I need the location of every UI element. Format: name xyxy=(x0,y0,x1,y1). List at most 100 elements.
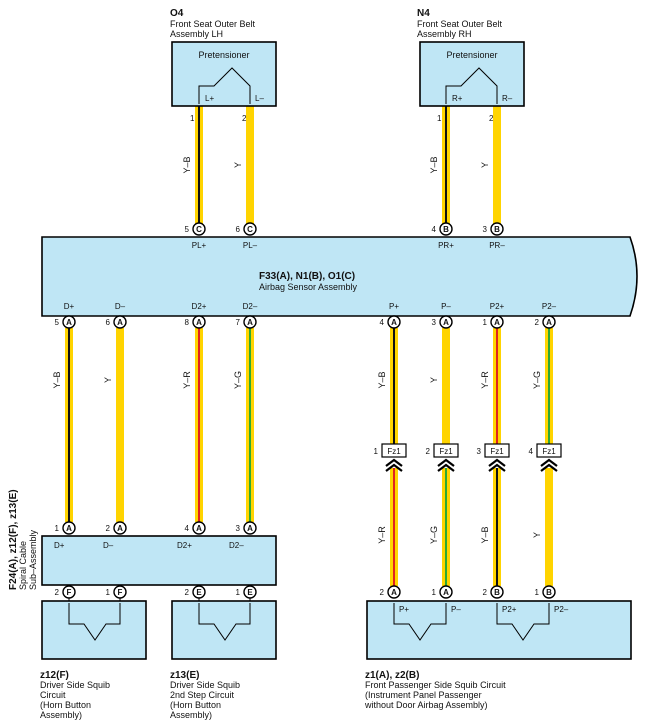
z1-line3: without Door Airbag Assembly) xyxy=(364,700,488,710)
spiral-top-d-minus-num: 2 xyxy=(106,524,111,533)
z13-box xyxy=(171,600,277,660)
wire-label-pas_lower_2: Y–G xyxy=(429,526,439,544)
wire-label-top_lh_plus: Y–B xyxy=(182,156,192,173)
spiral-top-d2-minus-letter: A xyxy=(247,524,253,533)
fz1-label: Fz1 xyxy=(387,447,401,456)
fz1-chevron-upper xyxy=(488,458,506,467)
z1-squib-symbol-b xyxy=(496,603,550,641)
spiral-pin-d-plus-label: D+ xyxy=(54,541,65,550)
z1-pin-p2-plus-label: P2+ xyxy=(502,605,517,614)
o4-pin-plus-label: L+ xyxy=(205,94,214,103)
wire-stripe-drv2_plus xyxy=(198,328,200,522)
wire-stripe-top_lh_plus xyxy=(198,106,200,224)
sensor-pin-pl-plus-label: PL+ xyxy=(192,241,207,250)
sensor-code: F33(A), N1(B), O1(C) xyxy=(259,271,355,282)
sensor-bottom-d-plus-circle xyxy=(62,315,76,329)
sensor-box xyxy=(41,236,638,317)
pass-squib-p2-plus-circle xyxy=(490,585,504,599)
wire-label-pas2_minus_upper: Y–G xyxy=(532,371,542,389)
sensor-bottom-p-minus-circle xyxy=(439,315,453,329)
spiral-bottom-e2-num: 2 xyxy=(185,588,190,597)
o4-belt-assembly-lh: O4 Front Seat Outer Belt Assembly LH Pre… xyxy=(170,8,277,123)
fz1-chevron-upper xyxy=(540,458,558,467)
z12-line1: Driver Side Squib xyxy=(40,680,110,690)
wire-label-pas2_plus_upper: Y–R xyxy=(480,371,490,389)
z1-squib-symbol-a xyxy=(393,603,447,641)
sensor-pin-pr-plus-label: PR+ xyxy=(438,241,454,250)
z13-squib-symbol xyxy=(198,603,251,641)
fz1-pin-num: 4 xyxy=(529,447,534,456)
fz1-chevron-upper xyxy=(385,458,403,467)
wire-stripe-pas_lower_2 xyxy=(445,468,447,586)
sensor-pin-p2-minus-label: P2– xyxy=(542,302,557,311)
n4-box xyxy=(419,41,525,107)
spiral-bottom-e1-num: 1 xyxy=(236,588,241,597)
sensor-pin-p-plus-label: P+ xyxy=(389,302,399,311)
z1-line2: (Instrument Panel Passenger xyxy=(365,690,482,700)
wire-label-drv_minus: Y xyxy=(103,377,113,383)
spiral-top-d-minus-circle xyxy=(113,521,127,535)
fz1-chevron-lower xyxy=(488,463,506,472)
spiral-bottom-f1-circle xyxy=(113,585,127,599)
spiral-bottom-e2-circle xyxy=(192,585,206,599)
spiral-top-d-plus-circle xyxy=(62,521,76,535)
sensor-top-pr-plus-num: 4 xyxy=(432,225,437,234)
sensor-bottom-p2-minus-letter: A xyxy=(546,318,552,327)
wire-top_rh_minus xyxy=(493,106,501,224)
sensor-top-pl-plus-circle xyxy=(192,222,206,236)
pass-squib-p2-minus: B1 xyxy=(535,585,556,599)
spiral-bottom-e2: E2 xyxy=(185,585,206,599)
sensor-bottom-p2-minus-num: 2 xyxy=(535,318,540,327)
z12-line4: Assembly) xyxy=(40,710,82,720)
sensor-bottom-p-minus-num: 3 xyxy=(432,318,437,327)
fz1-chevron-upper xyxy=(437,458,455,467)
spiral-bottom-f2-circle xyxy=(62,585,76,599)
spiral-bottom-f2-letter: F xyxy=(67,588,72,597)
spiral-pin-d2-plus-label: D2+ xyxy=(177,541,192,550)
sensor-bottom-d-plus-num: 5 xyxy=(55,318,60,327)
pass-squib-p-minus: A1 xyxy=(432,585,453,599)
z1-code: z1(A), z2(B) xyxy=(365,670,419,681)
z13-code: z13(E) xyxy=(170,670,199,681)
spiral-top-d2-minus-circle xyxy=(243,521,257,535)
sensor-top-pr-plus-letter: B xyxy=(443,225,449,234)
sensor-bottom-d2-minus-circle xyxy=(243,315,257,329)
wire-label-drv2_plus: Y–R xyxy=(182,371,192,389)
spiral-bottom-e1-letter: E xyxy=(247,588,253,597)
spiral-top-d2-minus: A3 xyxy=(236,521,257,535)
sensor-bottom-p2-plus-letter: A xyxy=(494,318,500,327)
spiral-code: F24(A), z12(F), z13(E) xyxy=(8,489,19,590)
wire-stripe-pas2_minus_upper xyxy=(548,328,550,444)
o4-pin-minus-label: L– xyxy=(255,94,264,103)
wire-label-drv_plus: Y–B xyxy=(52,371,62,388)
spiral-label-group: F24(A), z12(F), z13(E) Spiral Cable Sub–… xyxy=(8,489,38,590)
sensor-bottom-d-minus: A6 xyxy=(106,315,127,329)
z1-line1: Front Passenger Side Squib Circuit xyxy=(365,680,506,690)
pass-squib-p2-minus-num: 1 xyxy=(535,588,540,597)
wire-stripe-pas_lower_3 xyxy=(496,468,498,586)
spiral-bottom-e1-circle xyxy=(243,585,257,599)
n4-name-line1: Front Seat Outer Belt xyxy=(417,19,503,29)
spiral-bottom-f2: F2 xyxy=(55,585,76,599)
sensor-bottom-d2-plus-circle xyxy=(192,315,206,329)
fz1-chevron-lower xyxy=(540,463,558,472)
sensor-bottom-d-plus: A5 xyxy=(55,315,76,329)
pass-squib-p2-minus-letter: B xyxy=(546,588,552,597)
pass-squib-p2-minus-circle xyxy=(542,585,556,599)
spiral-top-d-minus-letter: A xyxy=(117,524,123,533)
spiral-top-d2-plus-letter: A xyxy=(196,524,202,533)
sensor-pin-d2-plus-label: D2+ xyxy=(192,302,207,311)
spiral-top-d2-plus: A4 xyxy=(185,521,206,535)
pass-squib-p-plus: A2 xyxy=(380,585,401,599)
wire-stripe-drv2_minus xyxy=(249,328,251,522)
sensor-pin-d-minus-label: D– xyxy=(115,302,126,311)
z12-box xyxy=(41,600,147,660)
o4-name-line2: Assembly LH xyxy=(170,29,223,39)
wire-label-pas_lower_4: Y xyxy=(532,532,542,538)
o4-box xyxy=(171,41,277,107)
pass-squib-p2-plus-letter: B xyxy=(494,588,500,597)
pass-squib-p-minus-circle xyxy=(439,585,453,599)
pass-squib-p-plus-circle xyxy=(387,585,401,599)
